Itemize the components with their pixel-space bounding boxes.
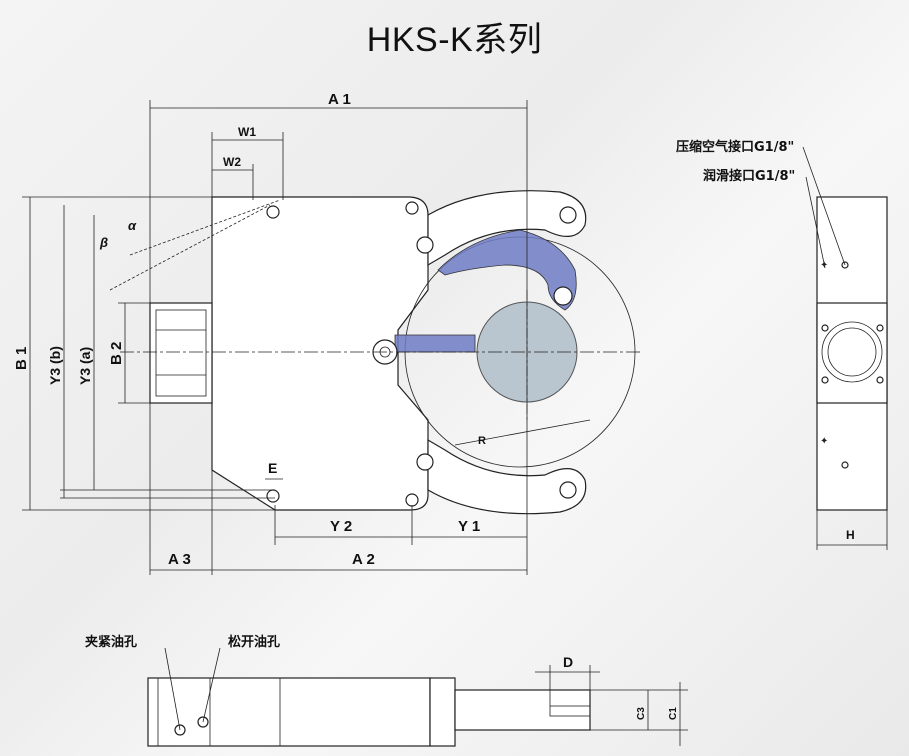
lube-port-callout: 润滑接口G1/8" — [703, 168, 795, 184]
clamp-arm-upper — [437, 229, 577, 311]
bottom-view: 夹紧油孔 松开油孔 D C3 C1 — [85, 634, 688, 747]
clamp-oil-callout: 夹紧油孔 — [85, 634, 137, 650]
dim-h-label: H — [846, 528, 855, 542]
dim-r-label: R — [478, 435, 486, 447]
dim-beta-label: β — [99, 235, 108, 250]
dim-w1-label: W1 — [238, 125, 256, 139]
front-view: R α β A 1 W1 W2 B 1 Y3 (b) Y3 (a) — [13, 91, 640, 575]
dim-a3-label: A 3 — [168, 551, 191, 568]
dim-c1-label: C1 — [668, 707, 679, 720]
dim-d-label: D — [563, 654, 573, 670]
dim-c3-label: C3 — [636, 707, 647, 720]
side-view: ✦ ✦ H 压缩空气接口G1/8" 润滑接口G1/8" — [676, 139, 888, 550]
page-title: HKS-K系列 — [366, 21, 543, 59]
dim-b1-label: B 1 — [13, 347, 30, 370]
air-port-callout: 压缩空气接口G1/8" — [676, 139, 794, 155]
dim-y3b-label: Y3 (b) — [47, 346, 63, 385]
dim-alpha-label: α — [128, 218, 137, 233]
plunger — [394, 334, 476, 353]
dim-w2-label: W2 — [223, 155, 241, 169]
dim-b2-label: B 2 — [108, 342, 125, 365]
dim-y1-label: Y 1 — [458, 518, 480, 535]
dim-y2-label: Y 2 — [330, 518, 352, 535]
dim-y3a-label: Y3 (a) — [77, 347, 93, 385]
dim-a2-label: A 2 — [352, 551, 375, 568]
release-oil-callout: 松开油孔 — [228, 634, 280, 650]
port-mark-2: ✦ — [820, 436, 828, 447]
dim-a1-label: A 1 — [328, 91, 351, 108]
dim-e-label: E — [268, 460, 277, 476]
